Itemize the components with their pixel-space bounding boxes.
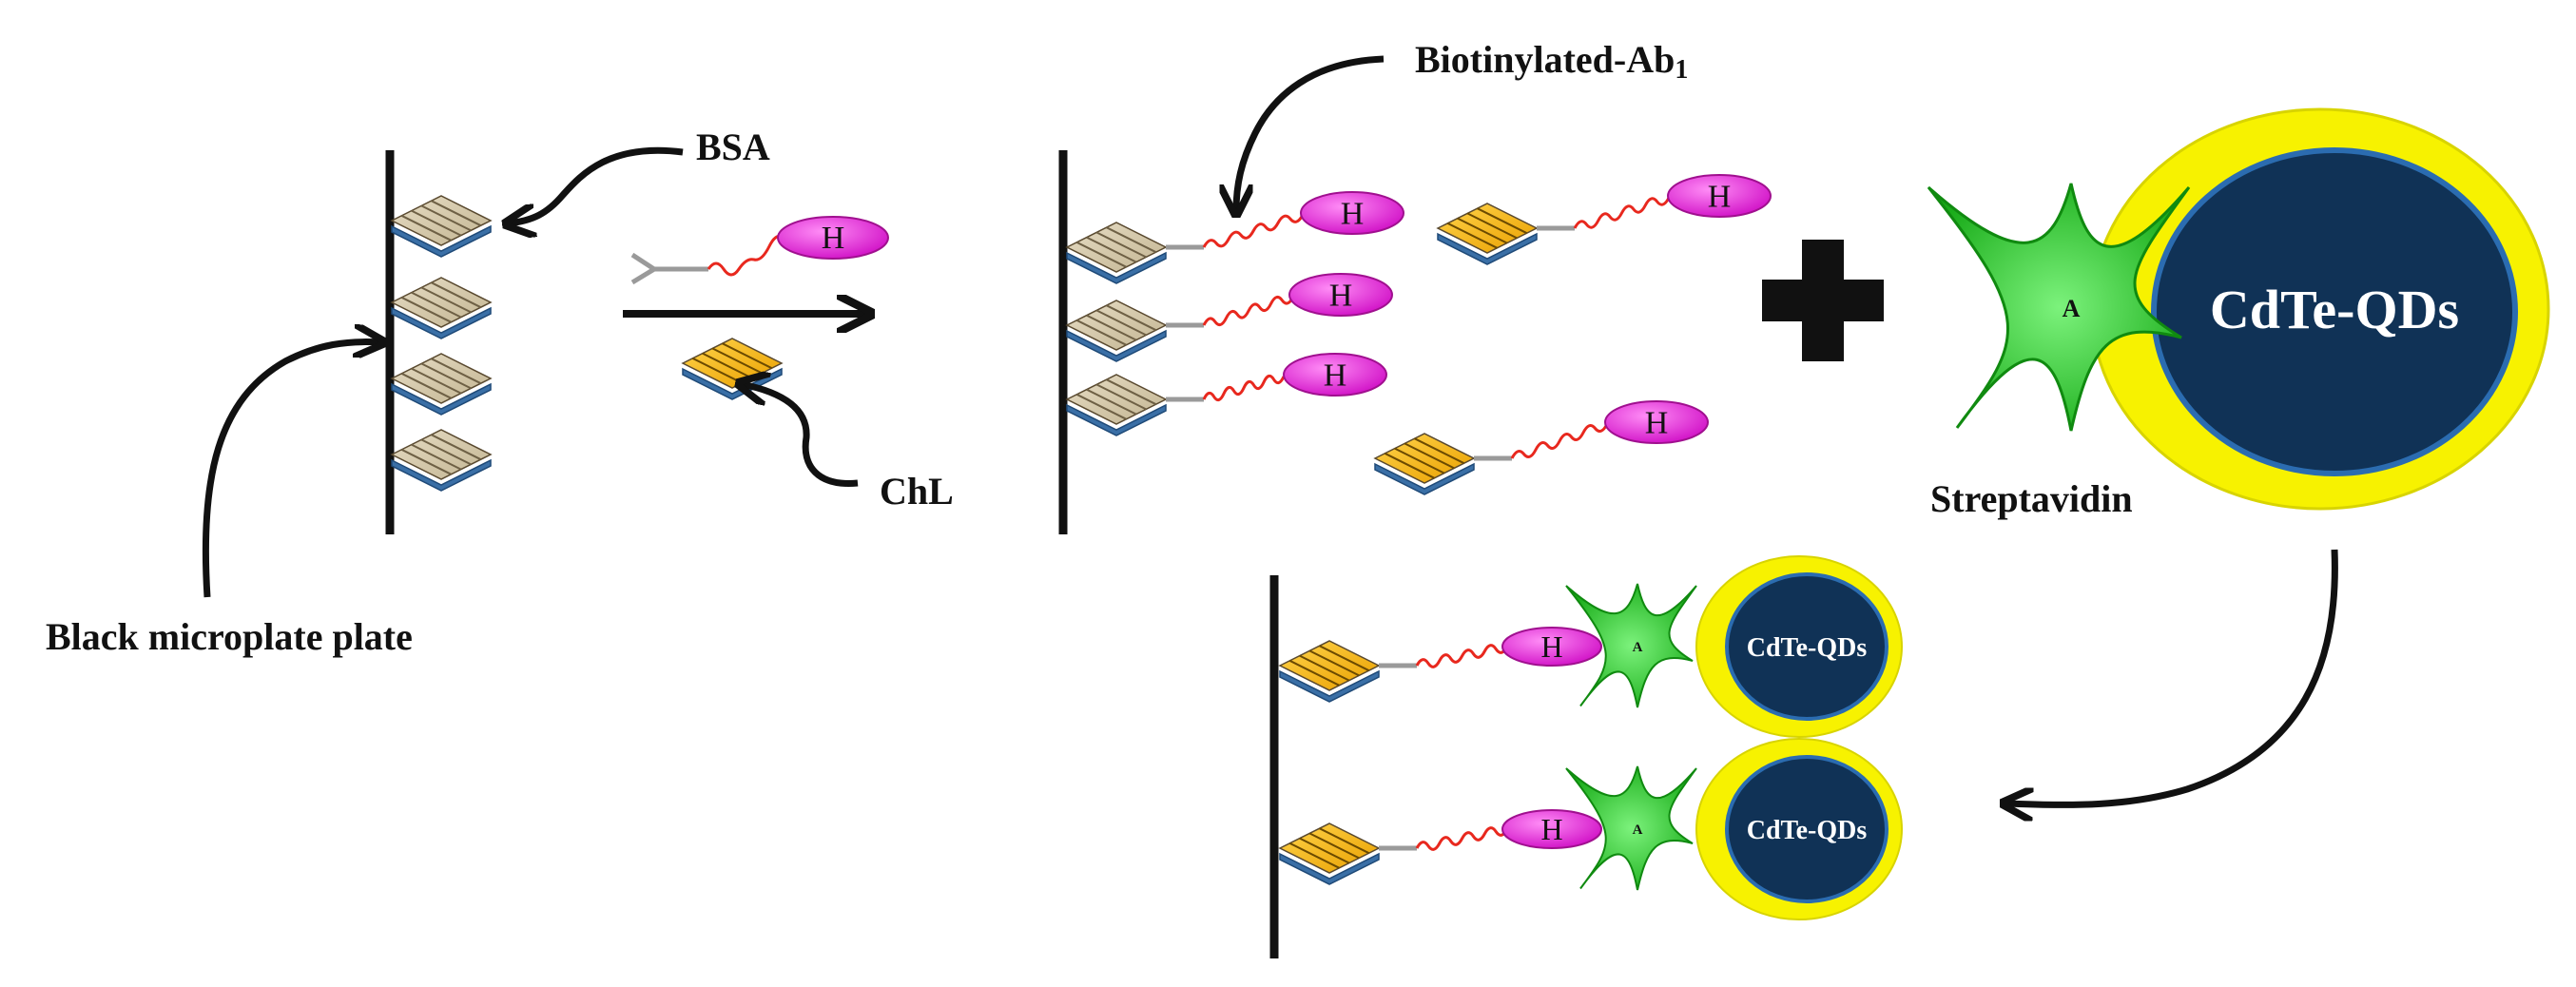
bsa-tile — [1065, 374, 1168, 436]
bsa-tile — [390, 429, 493, 492]
hapten: H — [1604, 400, 1709, 444]
antibody-y-shape — [630, 252, 708, 285]
hapten-label: H — [822, 221, 845, 256]
chl-tile — [1436, 203, 1539, 265]
chl-tile — [1278, 822, 1381, 885]
linker-chain — [1202, 214, 1305, 248]
qd-label: CdTe-QDs — [2210, 279, 2459, 340]
plate-pointer-arrow — [202, 342, 380, 598]
hapten: H — [1501, 627, 1602, 667]
bsa-tile — [1065, 300, 1168, 362]
linker-chain — [1415, 826, 1509, 851]
qd-label: CdTe-QDs — [1747, 816, 1868, 845]
hapten-label: H — [1341, 197, 1365, 232]
hapten: H — [1283, 353, 1387, 397]
bsa-pointer-arrow — [509, 146, 684, 223]
hapten: H — [1300, 191, 1404, 235]
hapten-label: H — [1708, 180, 1732, 215]
chl-pointer-arrow — [742, 384, 859, 487]
streptavidin-core-label: A — [1633, 822, 1643, 838]
chl-label: ChL — [880, 470, 954, 513]
bsa-label: BSA — [696, 126, 770, 168]
bsa-tile — [390, 353, 493, 416]
final-step-arrow — [2006, 549, 2338, 804]
hapten-free: H — [777, 216, 889, 260]
qd-core — [2151, 147, 2518, 476]
linker-chain — [1202, 374, 1286, 402]
hapten: H — [1288, 273, 1393, 317]
streptavidin-qd-conjugate-small: CdTe-QDs A — [1565, 738, 1903, 920]
biotinylated-ab-label: Biotinylated-Ab1 — [1415, 38, 1688, 85]
streptavidin-qd-conjugate-large: CdTe-QDs A — [1927, 107, 2550, 511]
qd-label: CdTe-QDs — [1747, 633, 1868, 663]
hapten-label: H — [1645, 406, 1669, 441]
linker-chain — [1573, 197, 1671, 229]
streptavidin-label: Streptavidin — [1930, 477, 2133, 520]
qd-core — [1725, 572, 1888, 721]
streptavidin-icon: A — [1565, 583, 1697, 708]
streptavidin-core-label: A — [1633, 640, 1643, 655]
chl-tile — [1278, 640, 1381, 703]
streptavidin-icon: A — [1565, 765, 1697, 891]
streptavidin-icon: A — [1927, 183, 2191, 432]
linker-chain — [1415, 644, 1509, 668]
hapten-label: H — [1540, 812, 1562, 846]
chl-tile — [1373, 433, 1476, 495]
stage2-group: H H H H H — [1065, 174, 1772, 495]
linker-chain — [1510, 423, 1609, 459]
bsa-tile-group — [390, 195, 493, 492]
bsa-tile — [390, 277, 493, 339]
bsa-tile — [1065, 222, 1168, 284]
biotinylated-ab-pointer-arrow — [1236, 55, 1385, 211]
hapten: H — [1501, 809, 1602, 849]
linker-chain — [1202, 295, 1295, 327]
bsa-tile — [390, 195, 493, 258]
hapten-label: H — [1540, 629, 1562, 664]
hapten: H — [1667, 174, 1772, 218]
plate-label: Black microplate plate — [46, 615, 413, 658]
plus-sign-icon — [1762, 240, 1884, 361]
streptavidin-qd-conjugate-small: CdTe-QDs A — [1565, 555, 1903, 738]
qd-core — [1725, 755, 1888, 903]
hapten-label: H — [1329, 279, 1353, 314]
hapten-label: H — [1324, 358, 1347, 394]
streptavidin-core-label: A — [2063, 295, 2081, 322]
